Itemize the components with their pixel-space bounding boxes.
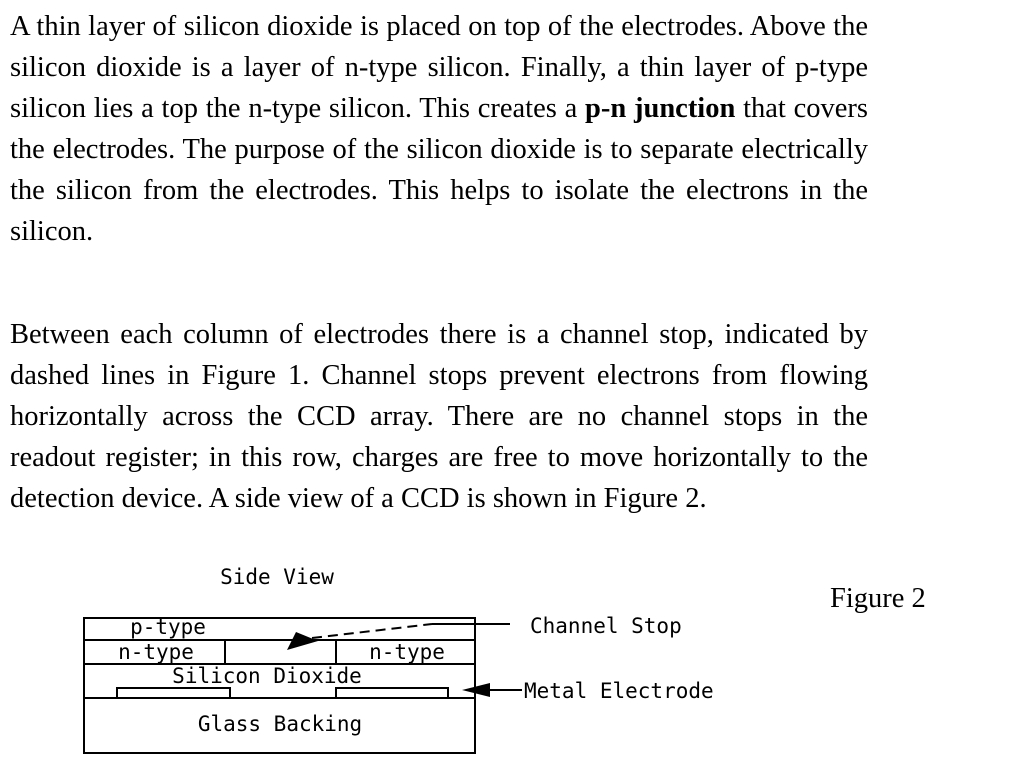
side-view-diagram: Side View p-type n-type n-type Silicon D…: [83, 565, 714, 754]
metal-electrode-arrowhead: [462, 683, 490, 697]
paragraph-1: A thin layer of silicon dioxide is place…: [10, 6, 868, 252]
n-type-left-label: n-type: [118, 640, 194, 664]
n-type-right-label: n-type: [369, 640, 445, 664]
channel-stop-dashed-line: [311, 623, 433, 639]
glass-backing-label: Glass Backing: [198, 712, 362, 736]
paragraph-1-text-end: that covers the electrodes. The purpose …: [10, 93, 869, 247]
metal-electrode-right: [335, 687, 449, 698]
metal-electrode-label: Metal Electrode: [524, 679, 714, 703]
paragraph-1-text-start: A thin layer of silicon dioxide is place…: [10, 11, 868, 124]
paragraph-2: Between each column of electrodes there …: [10, 319, 868, 514]
channel-stop-label: Channel Stop: [530, 614, 682, 638]
metal-electrode-left: [116, 687, 231, 698]
diagram-title: Side View: [220, 565, 334, 589]
figure-caption: Figure 2: [830, 583, 926, 614]
p-type-label: p-type: [130, 615, 206, 639]
paragraph-1-bold-term: p-n junction: [585, 93, 736, 124]
channel-stop-arrowhead: [287, 632, 318, 650]
layer-stack-outline: [83, 617, 476, 754]
silicon-dioxide-label: Silicon Dioxide: [172, 664, 362, 688]
